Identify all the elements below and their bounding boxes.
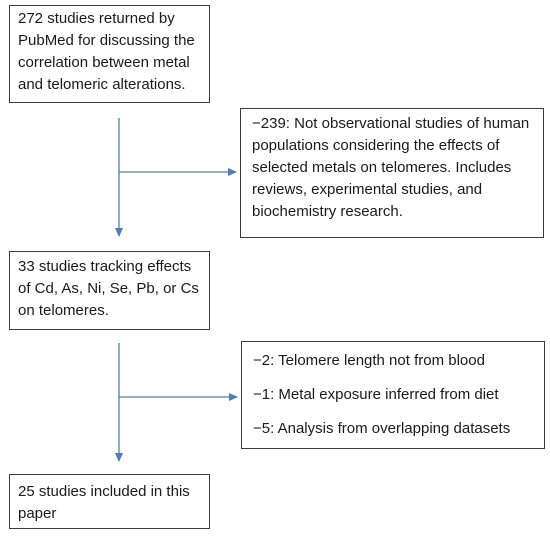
included-studies-text: 25 studies included in this paper <box>18 483 190 522</box>
first-exclusion-box: −239: Not observational studies of human… <box>240 108 544 238</box>
first-exclusion-text: −239: Not observational studies of human… <box>252 115 530 220</box>
exclusion-reason-overlap: −5: Analysis from overlapping datasets <box>253 420 511 437</box>
included-studies-box: 25 studies included in this paper <box>9 474 210 529</box>
identified-records-box: 272 studies returned by PubMed for discu… <box>9 5 210 103</box>
screened-studies-text: 33 studies tracking effects of Cd, As, N… <box>18 258 199 319</box>
second-exclusion-box: −2: Telomere length not from blood −1: M… <box>241 341 545 449</box>
screened-studies-box: 33 studies tracking effects of Cd, As, N… <box>9 251 210 330</box>
exclusion-reason-blood: −2: Telomere length not from blood <box>253 352 485 369</box>
exclusion-reason-diet: −1: Metal exposure inferred from diet <box>253 386 499 403</box>
identified-records-text: 272 studies returned by PubMed for discu… <box>18 10 195 93</box>
